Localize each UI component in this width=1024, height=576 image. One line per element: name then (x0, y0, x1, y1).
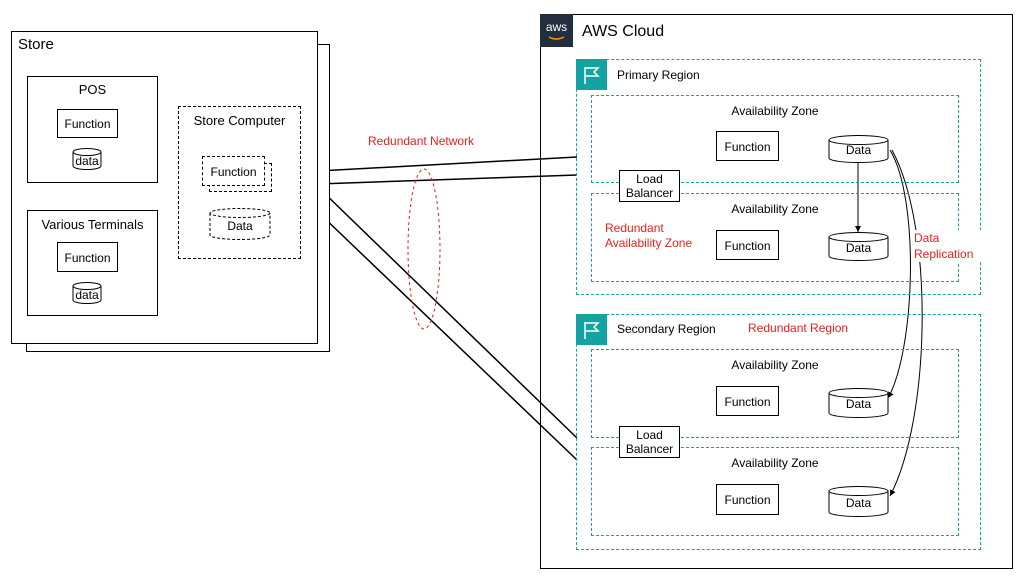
secondary-load-balancer-box: Load Balancer (619, 426, 680, 458)
secondary-az2-data-cylinder: Data (828, 486, 889, 517)
secondary-az2-data-label: Data (845, 496, 872, 510)
computer-function-box: Function (202, 156, 265, 186)
primary-load-balancer-label: Load Balancer (625, 172, 674, 200)
secondary-az2-title: Availability Zone (731, 456, 819, 470)
secondary-az2-box (591, 447, 959, 536)
primary-az1-data-label: Data (845, 143, 872, 157)
aws-logo-icon: aws (540, 14, 573, 47)
redundant-az-label: Redundant Availability Zone (605, 221, 693, 250)
primary-region-flag-icon (576, 59, 607, 90)
terminals-data-cylinder: data (72, 282, 102, 304)
primary-az1-title: Availability Zone (731, 104, 819, 118)
store-title: Store (18, 36, 54, 53)
primary-az2-data-cylinder: Data (828, 232, 889, 261)
primary-region-title: Primary Region (617, 68, 700, 82)
aws-logo-text: aws (545, 20, 568, 34)
computer-function-label: Function (210, 165, 257, 179)
aws-cloud-box (540, 14, 1013, 569)
primary-az2-title: Availability Zone (731, 202, 819, 216)
terminals-title: Various Terminals (41, 217, 144, 232)
network-link-3 (317, 186, 578, 439)
primary-az1-function-label: Function (724, 140, 771, 154)
primary-region-box (576, 59, 981, 295)
secondary-region-box (576, 314, 981, 550)
aws-cloud-title: AWS Cloud (582, 23, 665, 40)
pos-function-box: Function (57, 109, 118, 138)
terminals-function-label: Function (64, 251, 111, 265)
data-replication-label: Data Replication (914, 230, 984, 262)
primary-az1-data-cylinder: Data (828, 135, 889, 163)
redundant-network-label: Redundant Network (368, 134, 475, 148)
pos-data-cylinder: data (72, 148, 102, 170)
primary-az2-function-box: Function (716, 230, 779, 260)
secondary-az1-data-label: Data (845, 397, 872, 411)
primary-load-balancer-box: Load Balancer (619, 170, 680, 202)
computer-data-label: Data (227, 219, 253, 233)
computer-data-cylinder: Data (209, 208, 271, 240)
secondary-region-title: Secondary Region (617, 322, 716, 336)
network-link-4 (317, 211, 578, 461)
replication-arrow-secondary-2 (889, 149, 923, 497)
redundant-network-ellipse (407, 168, 441, 330)
secondary-az1-function-box: Function (716, 386, 779, 416)
primary-az2-data-label: Data (845, 241, 872, 255)
pos-data-label: data (75, 154, 99, 168)
secondary-az1-box (591, 349, 959, 438)
secondary-load-balancer-label: Load Balancer (625, 428, 674, 456)
secondary-region-flag-icon (576, 314, 607, 345)
terminals-data-label: data (75, 288, 99, 302)
pos-function-label: Function (64, 117, 111, 131)
primary-az1-function-box: Function (716, 131, 779, 161)
terminals-function-box: Function (57, 242, 118, 272)
redundant-region-label: Redundant Region (748, 321, 849, 335)
primary-az1-box (591, 95, 959, 183)
primary-az2-function-label: Function (724, 239, 771, 253)
secondary-az1-title: Availability Zone (731, 358, 819, 372)
network-link-1 (317, 156, 578, 172)
secondary-az2-function-box: Function (716, 484, 779, 515)
secondary-az1-data-cylinder: Data (828, 388, 889, 418)
secondary-az1-function-label: Function (724, 395, 771, 409)
pos-title: POS (78, 82, 107, 97)
replication-arrow-secondary-1 (887, 149, 911, 399)
network-link-2 (317, 174, 578, 185)
store-computer-title: Store Computer (193, 113, 286, 128)
secondary-az2-function-label: Function (724, 493, 771, 507)
